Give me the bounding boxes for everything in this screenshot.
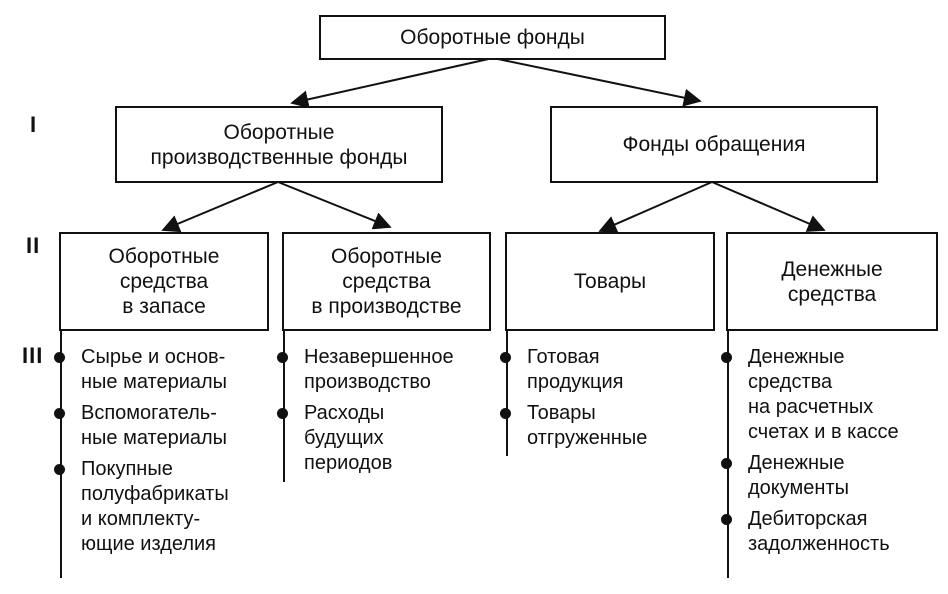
list-item: Вспомогатель- ные материалы bbox=[54, 401, 266, 451]
arrow-to-goods bbox=[598, 181, 713, 233]
stock-assets-node: Оборотные средства в запасе bbox=[59, 232, 269, 331]
goods-node: Товары bbox=[505, 232, 715, 331]
list-item: Дебиторская задолженность bbox=[721, 507, 940, 557]
level-marker-3: III bbox=[22, 343, 44, 368]
list-item: Незавершенное производство bbox=[277, 345, 489, 395]
list-item: Денежные документы bbox=[721, 451, 940, 501]
cash-list: Денежные средства на расчетных счетах и … bbox=[721, 345, 940, 563]
arrow-to-production-assets bbox=[277, 181, 392, 230]
arrow-root-to-circulation-funds bbox=[492, 57, 702, 107]
production-assets-node: Оборотные средства в производстве bbox=[282, 232, 491, 331]
level-marker-2: II bbox=[26, 233, 41, 258]
arrow-to-stock-assets bbox=[161, 181, 279, 233]
circulation-funds-node: Фонды обращения bbox=[550, 106, 878, 183]
list-item: Товары отгруженные bbox=[500, 401, 712, 451]
production-funds-node: Оборотные производственные фонды bbox=[115, 106, 443, 183]
stock-assets-list: Сырье и основ- ные материалы Вспомогател… bbox=[54, 345, 266, 563]
arrow-root-to-production-funds bbox=[290, 57, 494, 109]
cash-node: Денежные средства bbox=[726, 232, 938, 331]
arrow-to-cash bbox=[711, 181, 826, 232]
list-item: Денежные средства на расчетных счетах и … bbox=[721, 345, 940, 445]
list-item: Сырье и основ- ные материалы bbox=[54, 345, 266, 395]
list-item: Готовая продукция bbox=[500, 345, 712, 395]
goods-list: Готовая продукция Товары отгруженные bbox=[500, 345, 712, 457]
root-node: Оборотные фонды bbox=[319, 15, 666, 60]
production-assets-list: Незавершенное производство Расходы будущ… bbox=[277, 345, 489, 482]
level-marker-1: I bbox=[30, 112, 38, 137]
list-item: Расходы будущих периодов bbox=[277, 401, 489, 476]
list-item: Покупные полуфабрикаты и комплекту- ющие… bbox=[54, 457, 266, 557]
